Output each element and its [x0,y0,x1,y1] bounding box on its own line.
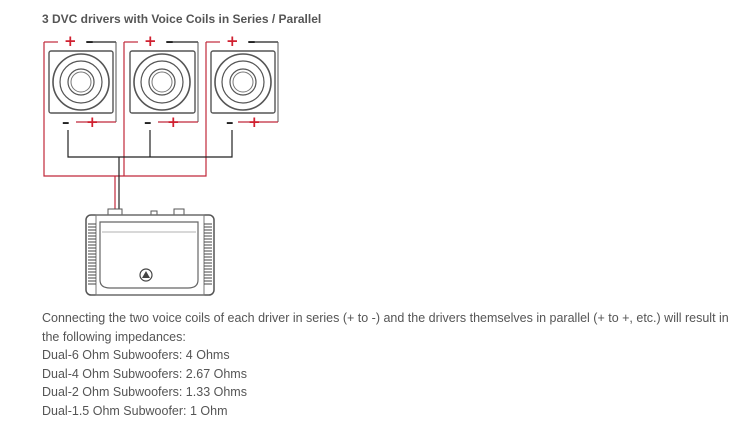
terminal-minus-label: – [144,113,152,131]
terminal-plus-label: + [86,113,99,131]
impedance-line: Dual-2 Ohm Subwoofers: 1.33 Ohms [42,385,247,399]
subwoofer-driver-icon [210,41,279,123]
heatsink-fins-left [88,223,96,285]
amplifier-logo-icon [139,268,153,282]
positive-wiring [43,41,220,214]
terminal-minus-label: – [248,32,256,50]
negative-wiring [67,130,233,214]
impedance-line: Dual-4 Ohm Subwoofers: 2.67 Ohms [42,366,247,381]
terminal-minus-label: – [226,113,234,131]
terminal-plus-label: + [167,113,180,131]
impedance-line: Dual-6 Ohm Subwoofers: 4 Ohms [42,348,230,362]
subwoofer-driver-icon [48,41,117,123]
terminal-minus-label: – [62,113,70,131]
terminal-plus-label: + [144,32,157,50]
terminal-plus-label: + [226,32,239,50]
impedance-line: Dual-1.5 Ohm Subwoofer: 1 Ohm [42,403,228,418]
impedance-description: Connecting the two voice coils of each d… [42,309,732,420]
terminal-minus-label: – [86,32,94,50]
amplifier-icon [85,208,215,296]
heatsink-fins-right [204,223,212,285]
diagram-title: 3 DVC drivers with Voice Coils in Series… [42,12,322,26]
subwoofer-driver-icon [129,41,199,123]
wiring-diagram: + – – + + – – + + – – + [43,32,279,296]
terminal-plus-label: + [64,32,77,50]
terminal-plus-label: + [248,113,261,131]
description-intro: Connecting the two voice coils of each d… [42,311,729,344]
terminal-minus-label: – [166,32,174,50]
